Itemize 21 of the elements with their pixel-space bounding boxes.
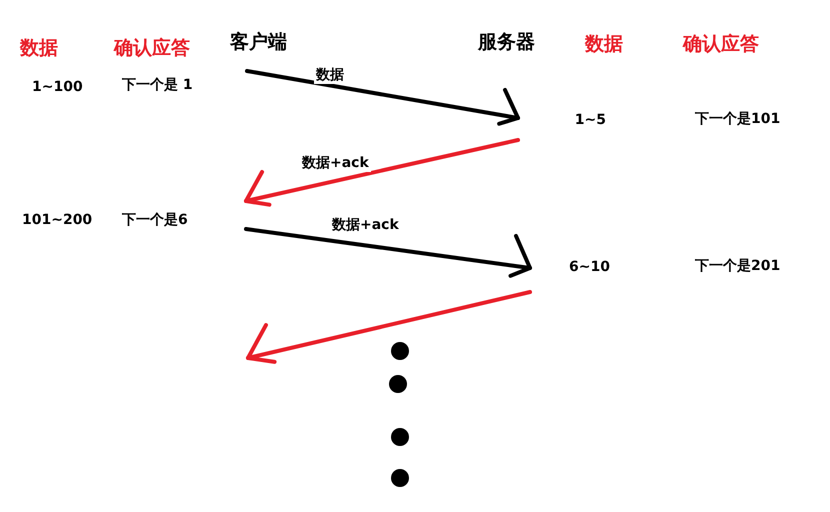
column-heading: 数据 [20, 36, 58, 60]
sequence-text: 101~200 [22, 211, 92, 229]
message-arrow [244, 227, 532, 278]
sequence-text: 下一个是 1 [122, 70, 247, 100]
sequence-text: 1~5 [518, 108, 606, 144]
column-heading: 数据 [585, 32, 623, 56]
column-heading: 确认应答 [683, 32, 759, 56]
sequence-text: 6~10 [530, 255, 610, 293]
message-arrow [245, 69, 520, 126]
column-heading: 确认应答 [114, 36, 190, 60]
sequence-text: 1~100 [32, 78, 83, 96]
column-heading: 服务器 [478, 30, 535, 54]
sequence-text: 下一个是101 [695, 110, 780, 128]
sequence-text: 下一个是6 [122, 200, 246, 232]
edge-label: 数据 [314, 66, 346, 84]
edge-label: 数据+ack [300, 154, 371, 172]
edge-label: 数据+ack [330, 216, 401, 234]
message-arrow [246, 290, 532, 364]
message-arrow [244, 138, 520, 207]
sequence-text: 下一个是201 [695, 257, 780, 275]
column-heading: 客户端 [230, 30, 287, 54]
